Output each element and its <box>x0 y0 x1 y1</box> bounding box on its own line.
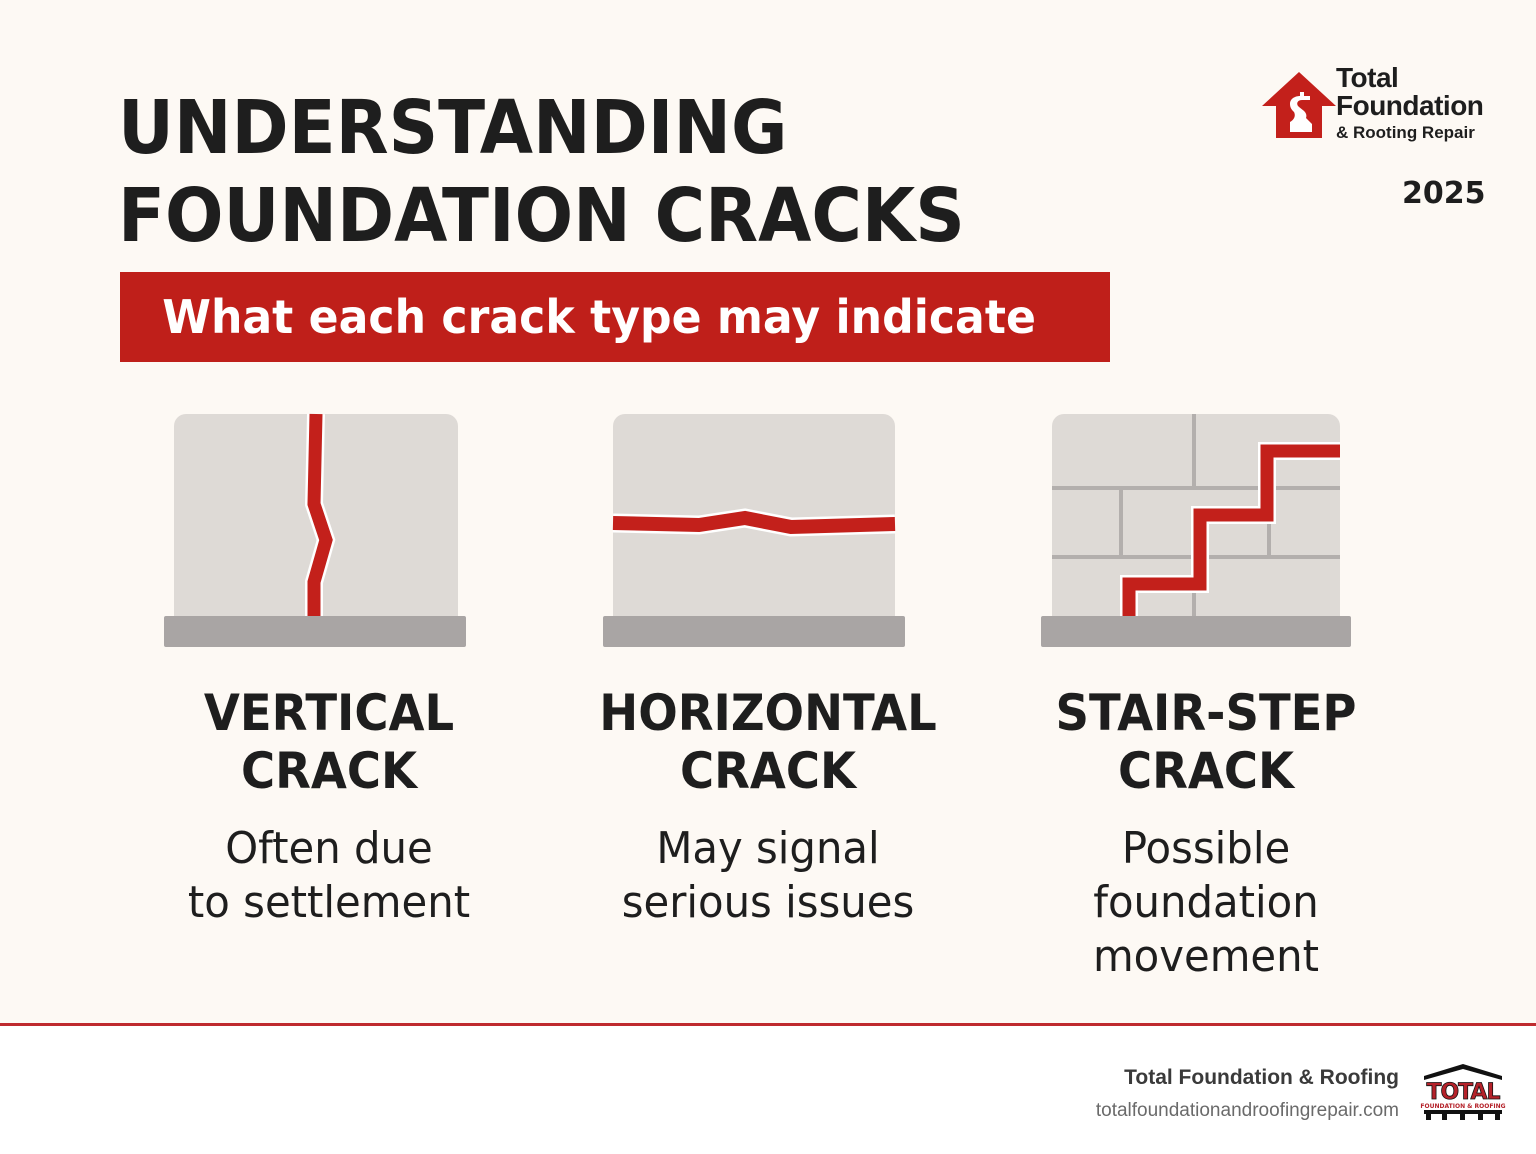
page-title-line-2: FOUNDATION CRACKS <box>118 173 965 259</box>
crack-desc-line-2: serious issues <box>621 877 915 928</box>
brand-line-3: & Rooting Repair <box>1336 123 1475 142</box>
crack-title-line-2: CRACK <box>240 742 418 800</box>
crack-title: HORIZONTAL CRACK <box>577 684 958 800</box>
crack-title: STAIR-STEP CRACK <box>1015 684 1396 800</box>
crack-title-line-1: HORIZONTAL <box>599 684 937 742</box>
footer-company-name: Total Foundation & Roofing <box>1124 1066 1399 1089</box>
footer-website-link[interactable]: totalfoundationandroofingrepair.com <box>1095 1100 1399 1121</box>
svg-text:TOTAL: TOTAL <box>1426 1080 1500 1105</box>
crack-title: VERTICAL CRACK <box>138 684 519 800</box>
crack-title-line-2: CRACK <box>679 742 857 800</box>
crack-description: May signal serious issues <box>573 822 963 930</box>
subtitle-banner: What each crack type may indicate <box>120 272 1110 362</box>
total-roofing-logo-icon: TOTAL FOUNDATION & ROOFING <box>1420 1064 1506 1120</box>
footer: Total Foundation & Roofing totalfoundati… <box>0 1026 1536 1154</box>
svg-text:FOUNDATION & ROOFING: FOUNDATION & ROOFING <box>1420 1103 1505 1110</box>
crack-desc-line-2: to settlement <box>187 877 471 928</box>
house-arrow-icon <box>1262 72 1336 138</box>
stair-step-crack-icon <box>1041 414 1351 647</box>
crack-title-line-1: VERTICAL <box>203 684 455 742</box>
brand-line-2: Foundation <box>1336 90 1484 121</box>
crack-desc-line-1: May signal <box>656 823 880 874</box>
crack-desc-line-1: Often due <box>225 823 433 874</box>
crack-title-line-1: STAIR-STEP <box>1055 684 1357 742</box>
brand-text: Total Foundation & Rooting Repair <box>1336 62 1484 144</box>
year-label: 2025 <box>1402 176 1486 211</box>
vertical-crack-icon <box>164 413 466 647</box>
brand-line-1: Total <box>1336 62 1399 93</box>
crack-desc-line-1: Possible <box>1121 823 1291 874</box>
horizontal-crack-icon <box>603 414 905 647</box>
page-title: UNDERSTANDING FOUNDATION CRACKS <box>118 84 965 260</box>
brand-logo: Total Foundation & Rooting Repair <box>1258 64 1498 154</box>
crack-title-line-2: CRACK <box>1117 742 1295 800</box>
subtitle-text: What each crack type may indicate <box>162 290 1036 344</box>
crack-description: Possible foundation movement <box>1011 822 1401 984</box>
crack-description: Often due to settlement <box>134 822 524 930</box>
page-title-line-1: UNDERSTANDING <box>118 85 788 171</box>
crack-desc-line-2: foundation <box>1093 877 1319 928</box>
footer-divider <box>0 1023 1536 1026</box>
crack-desc-line-3: movement <box>1092 931 1320 982</box>
